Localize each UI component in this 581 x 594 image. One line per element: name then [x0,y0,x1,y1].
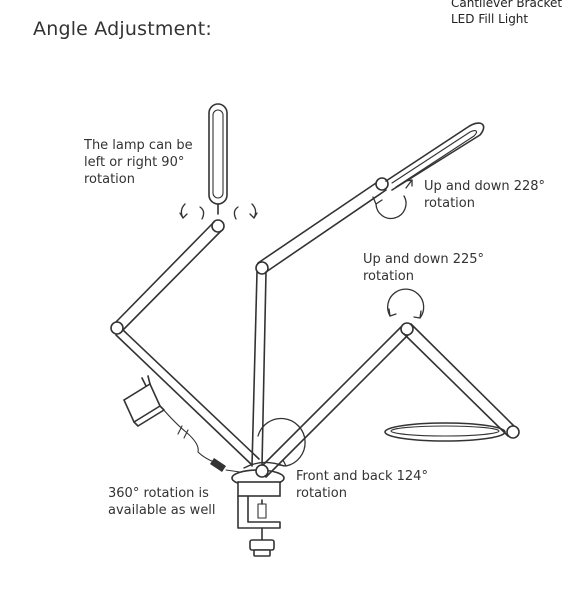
caption-up-down-228: Up and down 228° rotation [424,178,545,212]
caption-line: available as well [108,503,216,518]
caption-line: Front and back 124° [296,469,428,484]
lamp-head-flat [384,422,506,442]
clamp-icon [237,481,281,557]
product-name-line-1: Cantilever Bracket [451,0,563,10]
caption-line: The lamp can be [84,138,193,153]
product-name-line-2: LED Fill Light [451,12,529,26]
caption-line: rotation [424,196,475,211]
power-adapter-icon [122,375,241,473]
rotation-arrow-icon [243,417,306,469]
rotation-arrow-icon [372,179,413,220]
caption-line: rotation [296,486,347,501]
caption-line: rotation [84,172,135,187]
caption-up-down-225: Up and down 225° rotation [363,251,484,285]
caption-base-rotation: 360° rotation is available as well [108,485,216,519]
caption-front-back: Front and back 124° rotation [296,468,428,502]
caption-line: Up and down 225° [363,252,485,267]
rotation-arrow-icon [387,288,425,319]
page-title: Angle Adjustment: [33,18,212,40]
rotation-arrow-icon [179,203,258,220]
left-arm [110,221,260,466]
caption-line: 360° rotation is [108,486,209,501]
lamp-head-top [385,122,485,191]
caption-line: left or right 90° [84,155,185,170]
caption-left-right: The lamp can be left or right 90° rotati… [84,137,193,188]
middle-arm [251,177,389,467]
caption-line: rotation [363,269,414,284]
right-arm [257,322,520,478]
lamp-head-vertical [208,103,228,233]
product-name-label: Cantilever Bracket LED Fill Light [451,0,562,27]
caption-line: Up and down 228° [424,179,546,194]
